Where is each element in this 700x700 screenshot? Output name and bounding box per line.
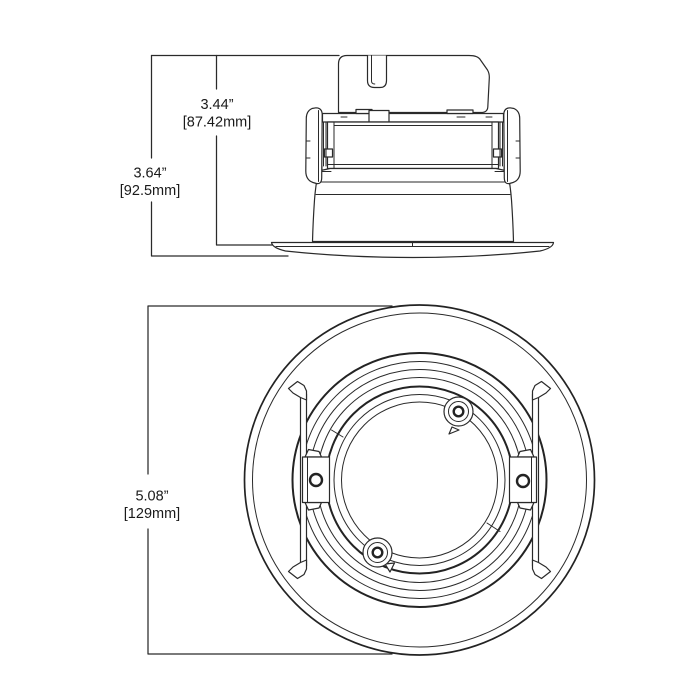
side-view: 3.44” [87.42mm] 3.64” [92.5mm] <box>120 54 555 259</box>
mounting-plate <box>321 112 505 123</box>
fixture-side-profile <box>270 54 555 259</box>
lug-screw-hole <box>371 546 384 559</box>
trim-ring <box>308 369 531 591</box>
screw-tab-left <box>301 448 331 511</box>
dimension-line <box>150 54 289 257</box>
dimension-value-mm: [92.5mm] <box>120 183 180 199</box>
trim-cone-seams <box>315 181 511 195</box>
screw-hole <box>308 472 324 488</box>
dimension-line <box>215 54 273 246</box>
trim-ring <box>333 394 506 566</box>
housing-body <box>326 121 500 170</box>
ring-tick-marks <box>331 429 501 532</box>
dimension-value-inches: 5.08” <box>135 489 168 505</box>
dimension-flange-diameter: 5.08” [129mm] <box>124 489 180 523</box>
dimension-line <box>147 305 393 655</box>
spring-lug-lower <box>362 537 396 573</box>
screw-tab-leaf <box>516 448 535 458</box>
trim-ring <box>291 352 548 608</box>
dimension-overall-height: 3.64” [92.5mm] <box>120 166 180 200</box>
bottom-view: 5.08” [129mm] <box>124 304 596 656</box>
dimension-housing-height: 3.44” [87.42mm] <box>183 97 252 131</box>
trim-ring <box>300 361 539 599</box>
trim-outer-circle <box>243 304 596 656</box>
trim-outer-inner-circle <box>252 312 587 648</box>
spring-clip-left <box>305 107 323 185</box>
body-rail-boss-left <box>323 148 334 158</box>
trim-cone <box>311 167 515 243</box>
clip-hook-bottom-right <box>531 559 552 580</box>
spring-clip-right-detail <box>507 110 521 182</box>
clip-hook-bottom-left <box>287 559 308 580</box>
aperture-edge <box>341 401 498 559</box>
driver-housing <box>337 54 490 114</box>
trim-ring <box>325 385 514 575</box>
wiring-notch-inner-line <box>371 55 376 85</box>
trim-inner-rings <box>291 352 548 608</box>
spring-clip-left-detail <box>305 110 319 182</box>
body-rail-boss-right <box>492 148 503 158</box>
lug-inner <box>367 542 388 563</box>
trim-flange-lines <box>275 242 550 247</box>
screw-tab-leaf <box>516 501 535 511</box>
dimension-lines-bottom <box>147 305 393 655</box>
screw-tab-right <box>508 448 538 511</box>
dimension-lines-side <box>150 54 340 257</box>
dimension-value-mm: [129mm] <box>124 506 180 522</box>
screw-tab-leaf <box>304 448 323 458</box>
dimension-value-mm: [87.42mm] <box>183 115 252 131</box>
lug-tip <box>448 426 460 435</box>
trim-flange-circles <box>243 304 596 656</box>
plate-tab <box>446 109 474 115</box>
trim-ring <box>316 377 523 583</box>
screw-tab-leaf <box>304 501 323 511</box>
lug-inner <box>448 401 469 422</box>
spring-lug-upper <box>443 396 474 435</box>
wiring-notch <box>366 55 388 89</box>
clip-hook-top-right <box>531 380 552 401</box>
plate-latch <box>368 109 390 123</box>
clip-hook-top-left <box>287 380 308 401</box>
dimension-value-inches: 3.64” <box>133 166 166 182</box>
housing-body-lines <box>327 121 499 169</box>
dimension-value-inches: 3.44” <box>200 97 233 113</box>
screw-hole <box>515 473 531 489</box>
lug-tip <box>384 562 396 573</box>
lug-screw-hole <box>452 405 465 418</box>
spring-clip-right <box>503 107 521 185</box>
